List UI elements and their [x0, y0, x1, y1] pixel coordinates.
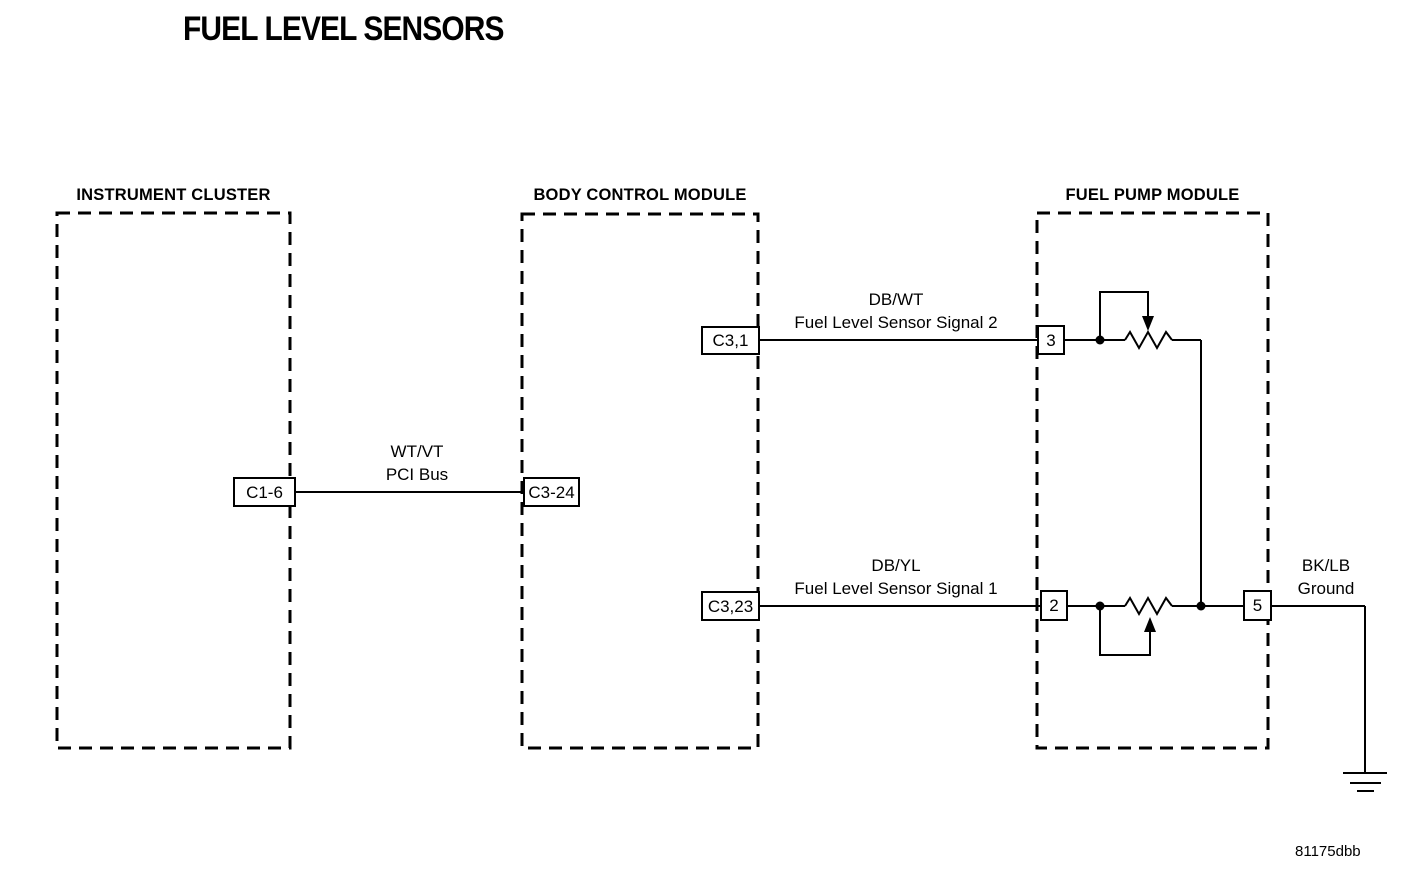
junction-dot-ground-rail [1196, 601, 1206, 611]
instrument-cluster-label: INSTRUMENT CLUSTER [76, 186, 271, 204]
pci-bus-color-code: WT/VT [390, 442, 444, 461]
body-control-module-box [520, 212, 760, 750]
fuel-pump-module-label: FUEL PUMP MODULE [1065, 186, 1240, 204]
sensor2-wiper-link [1099, 291, 1149, 340]
fuel-pump-module-box [1035, 211, 1270, 750]
sensor2-resistor [1124, 329, 1173, 351]
pin-3: 3 [1037, 325, 1065, 355]
signal1-wire-label: DB/YL Fuel Level Sensor Signal 1 [765, 554, 1027, 600]
ground-wire-label: BK/LB Ground [1280, 554, 1372, 600]
pci-bus-name: PCI Bus [385, 465, 449, 484]
signal1-name: Fuel Level Sensor Signal 1 [794, 579, 998, 598]
signal1-color-code: DB/YL [871, 556, 921, 575]
signal2-name: Fuel Level Sensor Signal 2 [794, 313, 998, 332]
signal2-color-code: DB/WT [868, 290, 924, 309]
instrument-cluster-box [55, 211, 292, 750]
ground-name: Ground [1297, 579, 1355, 598]
sensor1-resistor [1124, 595, 1173, 617]
connector-c3-23: C3,23 [701, 591, 760, 621]
connector-c1-6: C1-6 [233, 477, 296, 507]
pin-5: 5 [1243, 590, 1272, 621]
connector-c3-24: C3-24 [523, 477, 580, 507]
ground-color-code: BK/LB [1301, 556, 1351, 575]
pci-bus-wire-label: WT/VT PCI Bus [310, 440, 524, 486]
drawing-number: 81175dbb [1295, 843, 1361, 860]
junction-dot-sensor2 [1095, 335, 1105, 345]
signal2-wire-label: DB/WT Fuel Level Sensor Signal 2 [765, 288, 1027, 334]
body-control-module-label: BODY CONTROL MODULE [533, 186, 747, 204]
junction-dot-sensor1 [1095, 601, 1105, 611]
pin-2: 2 [1040, 590, 1068, 621]
diagram-title: FUEL LEVEL SENSORS [183, 10, 504, 48]
sensor1-wiper-link [1099, 606, 1151, 656]
sensor1-wiper-arrow-icon [1144, 617, 1156, 632]
sensor2-wiper-arrow-icon [1142, 316, 1154, 331]
connector-c3-1: C3,1 [701, 326, 760, 355]
